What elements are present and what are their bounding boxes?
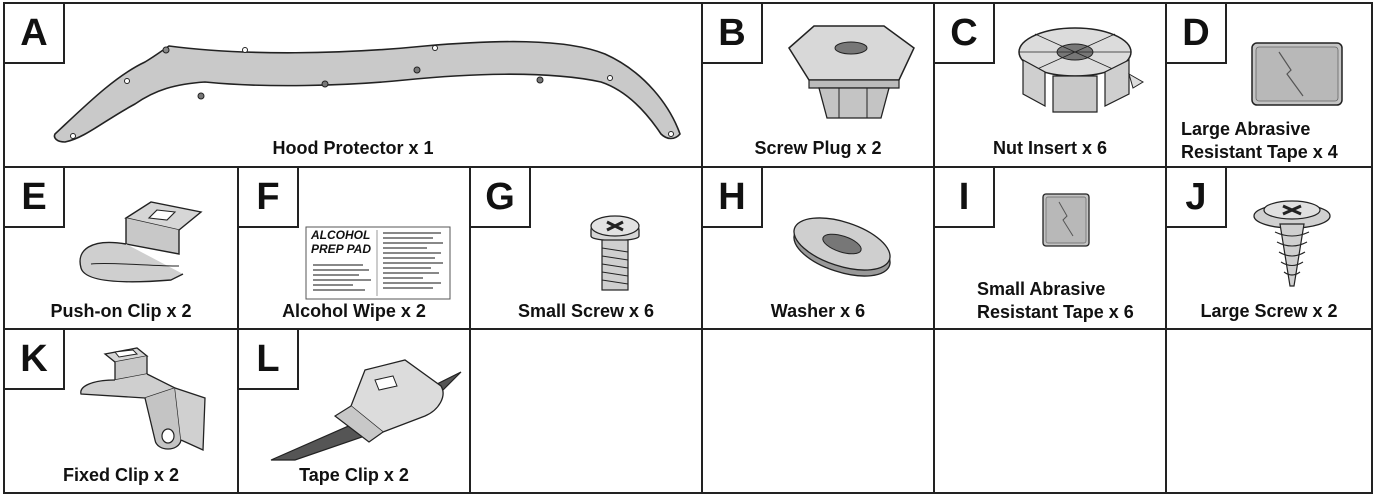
part-letter: H — [703, 168, 763, 228]
nut-insert-icon — [1018, 27, 1144, 113]
fixed-clip-icon — [80, 347, 206, 451]
parts-grid: A Hood Protector x 1 B Screw Plu — [3, 2, 1373, 494]
hood-protector-icon — [53, 40, 681, 143]
part-cell-e: E Push-on Clip x 2 — [3, 166, 239, 330]
alcohol-wipe-icon — [305, 226, 451, 300]
part-caption: Screw Plug x 2 — [754, 138, 882, 158]
part-cell-g: G Small Screw x 6 — [469, 166, 703, 330]
wipe-label-line-2: PREP PAD — [311, 242, 372, 256]
part-letter: A — [5, 4, 65, 64]
empty-cell — [701, 328, 935, 494]
wipe-label-line-1: ALCOHOL — [311, 228, 371, 242]
abrasive-tape-small-icon — [1042, 193, 1090, 247]
part-letter: K — [5, 330, 65, 390]
part-cell-c: C Nut Insert x 6 — [933, 2, 1167, 168]
part-caption: Tape Clip x 2 — [299, 465, 409, 485]
small-screw-icon — [590, 215, 640, 291]
part-caption: Washer x 6 — [770, 301, 866, 321]
part-cell-l: L Tape Clip x 2 — [237, 328, 471, 494]
part-caption-line-1: Large Abrasive — [1181, 119, 1311, 139]
part-letter: J — [1167, 168, 1227, 228]
empty-cell — [933, 328, 1167, 494]
part-letter: D — [1167, 4, 1227, 64]
part-cell-b: B Screw Plug x 2 — [701, 2, 935, 168]
part-letter: I — [935, 168, 995, 228]
part-caption: Hood Protector x 1 — [272, 138, 434, 158]
part-cell-d: D Large Abrasive Resistant Tape x 4 — [1165, 2, 1373, 168]
part-caption: Nut Insert x 6 — [992, 138, 1108, 158]
part-cell-j: J Large Screw x 2 — [1165, 166, 1373, 330]
part-caption-line-2: Resistant Tape x 4 — [1181, 142, 1338, 162]
tape-clip-icon — [270, 359, 462, 461]
push-on-clip-icon — [79, 201, 203, 283]
part-letter: G — [471, 168, 531, 228]
part-cell-k: K Fixed Clip x 2 — [3, 328, 239, 494]
large-screw-icon — [1253, 200, 1331, 287]
washer-icon — [793, 217, 891, 277]
empty-cell — [1165, 328, 1373, 494]
part-letter: C — [935, 4, 995, 64]
abrasive-tape-large-icon — [1251, 42, 1343, 106]
screw-plug-icon — [788, 25, 915, 119]
part-caption: Push-on Clip x 2 — [50, 301, 192, 321]
part-caption: Large Screw x 2 — [1200, 301, 1338, 321]
part-caption: Fixed Clip x 2 — [62, 465, 180, 485]
part-cell-a: A Hood Protector x 1 — [3, 2, 703, 168]
part-caption-line-2: Resistant Tape x 6 — [977, 302, 1134, 322]
part-cell-h: H Washer x 6 — [701, 166, 935, 330]
part-caption-line-1: Small Abrasive — [977, 279, 1106, 299]
part-cell-i: I Small Abrasive Resistant Tape x 6 — [933, 166, 1167, 330]
part-caption: Small Screw x 6 — [517, 301, 655, 321]
part-caption: Alcohol Wipe x 2 — [282, 301, 426, 321]
part-cell-f: F ALCOHOL PREP PAD Alcohol Wipe x 2 — [237, 166, 471, 330]
part-letter: E — [5, 168, 65, 228]
part-letter: F — [239, 168, 299, 228]
empty-cell — [469, 328, 703, 494]
part-letter: B — [703, 4, 763, 64]
part-letter: L — [239, 330, 299, 390]
